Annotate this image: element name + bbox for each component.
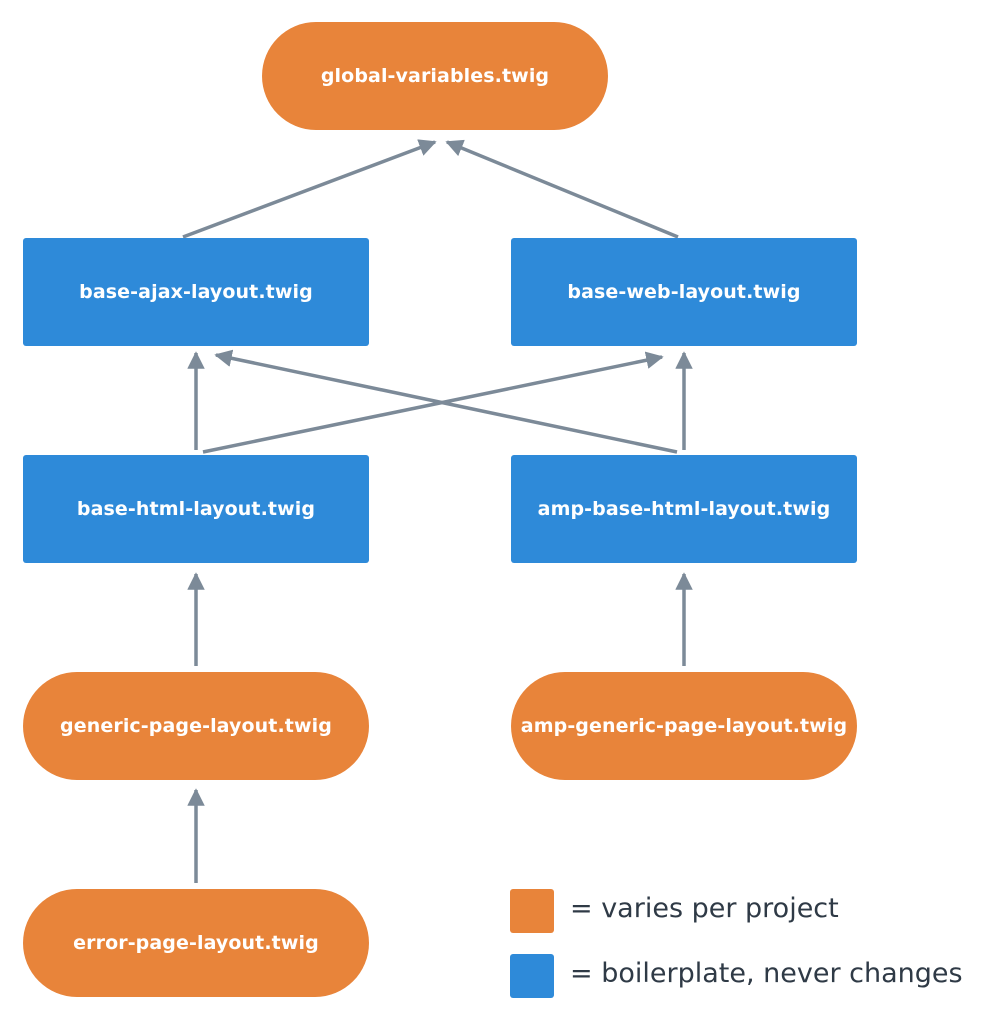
node-global-variables: global-variables.twig xyxy=(262,22,608,130)
node-label: generic-page-layout.twig xyxy=(60,715,332,737)
node-base-web-layout: base-web-layout.twig xyxy=(511,238,857,346)
node-label: base-web-layout.twig xyxy=(567,281,801,303)
arrow-ajax-to-global xyxy=(182,139,437,239)
node-error-page-layout: error-page-layout.twig xyxy=(23,889,369,997)
node-amp-generic-page-layout: amp-generic-page-layout.twig xyxy=(511,672,857,780)
legend-varies-label: = varies per project xyxy=(570,893,839,924)
arrow-html-to-web xyxy=(202,351,664,454)
node-label: amp-base-html-layout.twig xyxy=(537,498,831,520)
legend-boilerplate-label: = boilerplate, never changes xyxy=(570,958,963,989)
node-label: amp-generic-page-layout.twig xyxy=(520,715,848,737)
node-base-ajax-layout: base-ajax-layout.twig xyxy=(23,238,369,346)
node-label: base-html-layout.twig xyxy=(76,498,316,520)
node-amp-base-html-layout: amp-base-html-layout.twig xyxy=(511,455,857,563)
node-label: base-ajax-layout.twig xyxy=(79,281,313,303)
legend-swatch-blue xyxy=(510,954,554,998)
arrow-web-to-global xyxy=(445,139,679,239)
node-generic-page-layout: generic-page-layout.twig xyxy=(23,672,369,780)
node-label: error-page-layout.twig xyxy=(73,932,319,954)
arrow-amp-html-to-ajax xyxy=(214,349,678,454)
node-base-html-layout: base-html-layout.twig xyxy=(23,455,369,563)
node-label: global-variables.twig xyxy=(320,65,550,87)
legend-swatch-orange xyxy=(510,889,554,933)
